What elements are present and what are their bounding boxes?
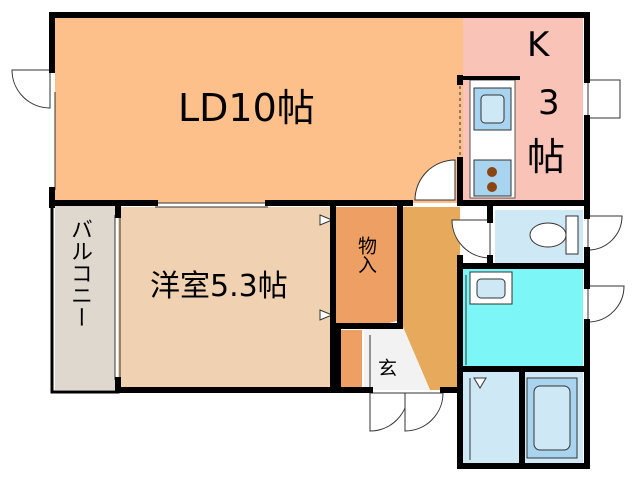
storage-label: 物入 <box>355 236 377 274</box>
western-room-label: 洋室5.3帖 <box>150 269 288 304</box>
balcony-label: バルコニー <box>67 218 92 328</box>
door-swings <box>11 69 625 432</box>
hallway <box>400 207 460 390</box>
kitchen-unit-label: 帖 <box>527 135 566 179</box>
kitchen-sink-basin <box>480 94 505 124</box>
toilet-bowl-icon <box>529 222 567 248</box>
genkan-floor <box>364 320 430 390</box>
ld-room-label: LD10帖 <box>178 86 315 130</box>
balcony <box>55 205 115 390</box>
sliding-doors <box>54 80 487 460</box>
kitchen-letter-label: K <box>527 25 550 65</box>
walls <box>49 12 590 469</box>
kitchen-size-label: 3 <box>538 83 560 123</box>
entrance-label: 玄 <box>375 358 397 377</box>
ld-room <box>55 17 463 203</box>
western-room <box>118 207 333 387</box>
bathtub-basin <box>533 385 571 451</box>
stove-burner-icon <box>487 167 497 177</box>
storage-closet <box>335 207 400 325</box>
toilet-tank <box>565 215 579 255</box>
wash-basin-bowl <box>476 278 506 299</box>
stove-burner-icon <box>487 182 497 192</box>
shoe-closet <box>340 330 362 387</box>
